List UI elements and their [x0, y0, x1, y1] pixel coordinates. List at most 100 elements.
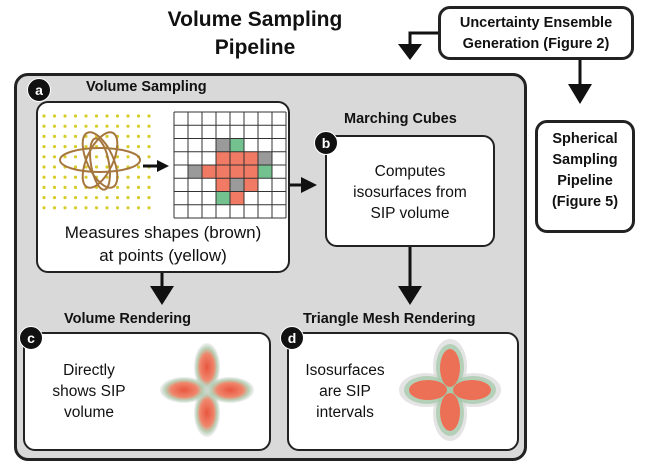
sample-point	[136, 124, 141, 128]
sample-point	[94, 155, 99, 159]
grid-cell	[216, 151, 230, 165]
sample-point	[42, 155, 46, 159]
sample-point	[73, 196, 78, 200]
grid-cell	[216, 138, 230, 152]
sample-point	[147, 134, 151, 138]
badge-c: c	[19, 326, 43, 350]
marching-cubes-description: Computes isosurfaces from SIP volume	[325, 161, 495, 224]
sample-point	[136, 206, 141, 210]
sample-point	[52, 145, 57, 149]
grid-cell	[244, 165, 258, 179]
spherical-line-4: (Figure 5)	[551, 194, 619, 210]
sample-point	[147, 155, 151, 159]
grid-cell	[216, 165, 230, 179]
mesh-render-glyph	[399, 339, 501, 441]
grid-cell	[244, 151, 258, 165]
grid-cell	[216, 178, 230, 192]
sample-point	[126, 124, 130, 128]
sample-point	[73, 114, 78, 118]
badge-d: d	[280, 326, 304, 350]
sample-point	[63, 196, 67, 200]
volume-render-glyph	[160, 343, 254, 437]
mc-text-line-3: SIP volume	[370, 205, 450, 222]
sample-point	[126, 155, 130, 159]
grid-cell	[216, 191, 230, 205]
sample-point	[136, 145, 141, 149]
sample-point	[136, 134, 141, 138]
sample-point	[52, 206, 57, 210]
sample-point	[84, 175, 88, 179]
volume-sampling-description: Measures shapes (brown) at points (yello…	[36, 221, 290, 267]
volume-rendering-description: Directly shows SIP volume	[34, 360, 144, 423]
sample-point	[73, 145, 78, 149]
spherical-line-3: Pipeline	[557, 173, 613, 189]
sample-point	[126, 206, 130, 210]
sample-point	[63, 185, 67, 189]
sample-point	[115, 206, 120, 210]
sample-point	[115, 155, 120, 159]
sample-point	[147, 185, 151, 189]
label-marching-cubes: Marching Cubes	[344, 111, 457, 127]
sample-point	[94, 165, 99, 169]
label-volume-sampling: Volume Sampling	[86, 79, 207, 95]
sample-point	[52, 165, 57, 169]
sample-point	[63, 155, 67, 159]
sample-point	[52, 175, 57, 179]
sample-point	[73, 175, 78, 179]
sample-point	[147, 196, 151, 200]
sample-point	[136, 196, 141, 200]
vr-text-line-2: shows SIP	[52, 383, 126, 400]
sample-point	[105, 114, 109, 118]
grid-cell	[230, 191, 244, 205]
sample-point	[84, 196, 88, 200]
sample-point	[94, 196, 99, 200]
arrowhead-to-panel	[398, 44, 422, 60]
diagram-title: Volume Sampling Pipeline	[120, 6, 390, 62]
vs-text-line-2: at points (yellow)	[99, 246, 227, 265]
grid-cell	[258, 165, 272, 179]
sample-point	[52, 196, 57, 200]
uncertainty-line-2: Generation (Figure 2)	[462, 36, 610, 52]
sample-point	[42, 145, 46, 149]
grid-cell	[230, 138, 244, 152]
uncertainty-line-1: Uncertainty Ensemble	[459, 15, 613, 31]
sample-point	[94, 206, 99, 210]
grid-cell	[230, 151, 244, 165]
grid-cell	[244, 178, 258, 192]
sample-point	[42, 196, 46, 200]
sample-point	[42, 124, 46, 128]
badge-a: a	[27, 78, 51, 102]
sample-point	[126, 185, 130, 189]
uncertainty-ensemble-box: Uncertainty Ensemble Generation (Figure …	[438, 6, 634, 60]
sample-point	[42, 114, 46, 118]
arrowhead-to-mesh-rendering	[398, 286, 422, 305]
brown-glyph-shape	[59, 131, 141, 191]
sample-point	[115, 185, 120, 189]
sample-point	[136, 114, 141, 118]
sample-point	[147, 145, 151, 149]
sample-point	[126, 145, 130, 149]
sample-point	[136, 175, 141, 179]
arrow-to-panel	[408, 31, 438, 46]
spherical-sampling-box: Spherical Sampling Pipeline (Figure 5)	[535, 120, 635, 233]
grid-cell	[230, 178, 244, 192]
sample-point	[42, 134, 46, 138]
sample-point	[63, 206, 67, 210]
sample-point	[84, 165, 88, 169]
sample-point	[73, 165, 78, 169]
sample-point	[136, 185, 141, 189]
sample-point	[42, 175, 46, 179]
spherical-line-1: Spherical	[552, 131, 618, 147]
sample-point	[126, 114, 130, 118]
mc-text-line-2: isosurfaces from	[353, 184, 467, 201]
mc-text-line-1: Computes	[374, 163, 446, 180]
title-line-1: Volume Sampling	[167, 8, 343, 31]
sample-point	[147, 114, 151, 118]
sample-point	[52, 134, 57, 138]
sample-point	[126, 175, 130, 179]
mr-text-line-3: intervals	[316, 404, 374, 421]
sample-point	[84, 145, 88, 149]
arrowhead-to-marching-cubes	[301, 177, 317, 193]
